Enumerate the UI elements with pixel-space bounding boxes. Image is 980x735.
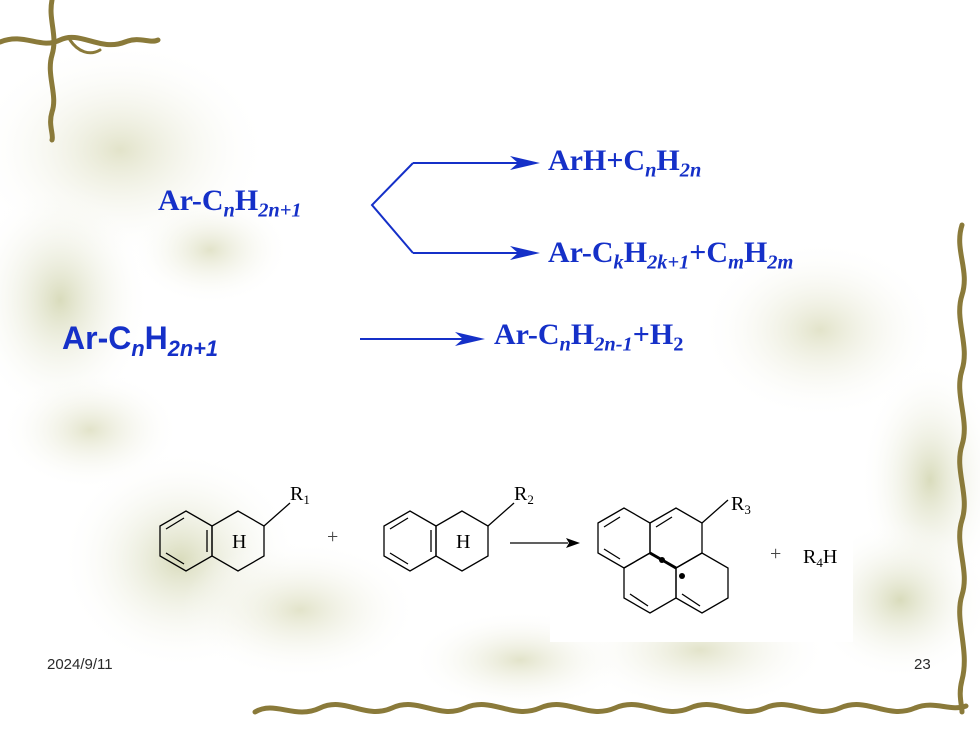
reaction1-product-bottom: Ar-CkH2k+1+CmH2m (548, 236, 794, 274)
reaction2-product: Ar-CnH2n-1+H2 (494, 318, 684, 356)
product-molecule (597, 499, 729, 614)
reaction1-reactant: Ar-CnH2n+1 (158, 184, 302, 222)
condensation-scheme: R1 H + R2 H R3 + R4H (159, 474, 853, 642)
bottom-vine (252, 702, 969, 715)
footer-date: 2024/9/11 (47, 656, 113, 673)
branch-lines (370, 162, 414, 254)
label-h1: H (232, 531, 246, 553)
label-r1: R1 (290, 483, 310, 507)
reaction2-reactant: Ar-CnH2n+1 (62, 320, 218, 361)
plus-1: + (327, 526, 338, 548)
molecule-2 (383, 502, 515, 572)
right-vine (957, 222, 967, 715)
label-r4h: R4H (803, 546, 837, 570)
arrow-r2-head (455, 332, 485, 346)
footer-page-number: 23 (914, 656, 931, 673)
top-left-vine (0, 0, 161, 143)
label-r3: R3 (731, 493, 751, 517)
arrow-top-head (510, 156, 540, 170)
plus-2: + (770, 543, 781, 565)
arrow-bottom-head (510, 246, 540, 260)
label-r2: R2 (514, 483, 534, 507)
scheme-arrow-head (566, 538, 580, 548)
reaction1-product-top: ArH+CnH2n (548, 144, 702, 182)
molecule-1 (159, 502, 291, 572)
label-h2: H (456, 531, 470, 553)
